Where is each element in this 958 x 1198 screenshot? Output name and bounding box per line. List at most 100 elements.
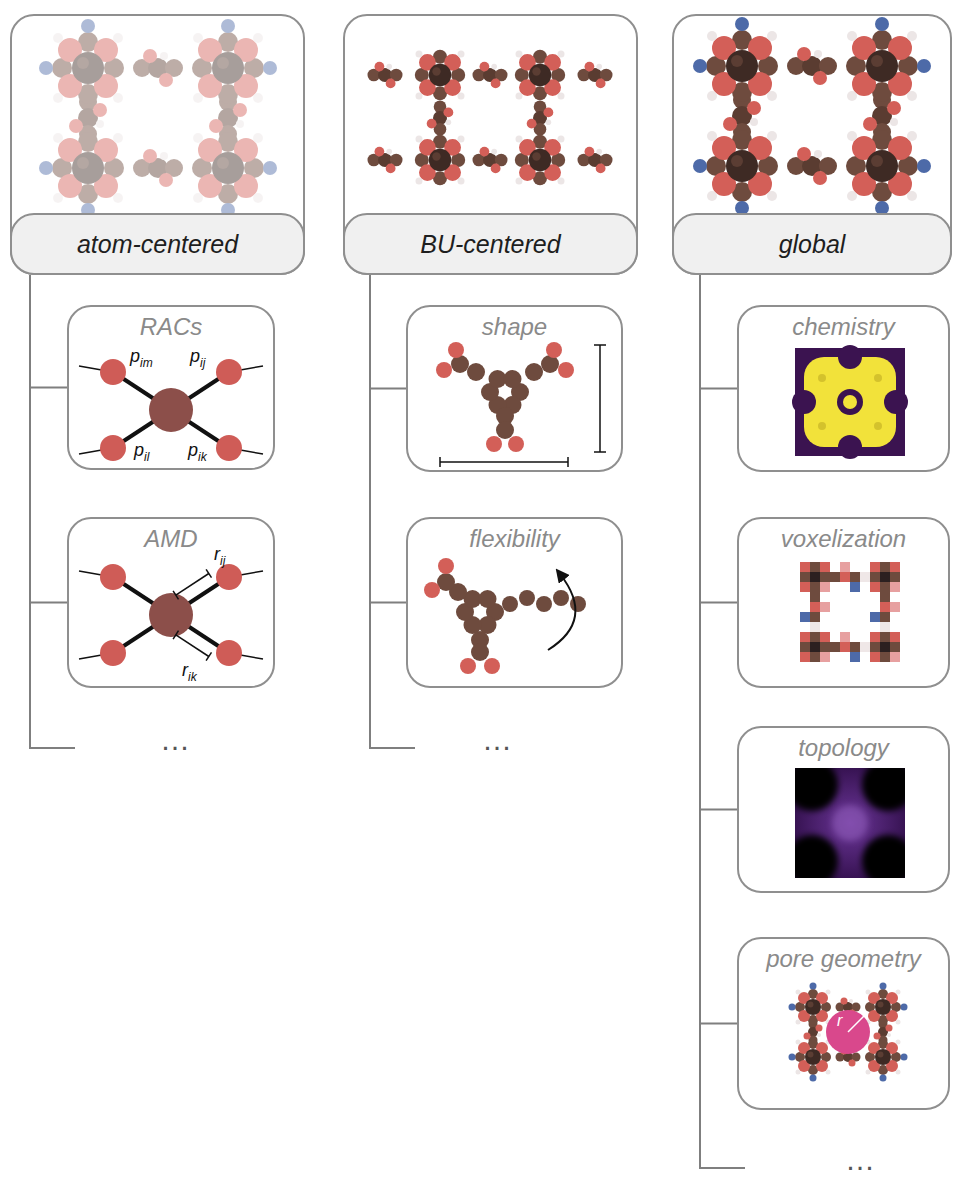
amd-illustration (173, 569, 211, 660)
flexibility-illustration (502, 596, 518, 612)
flexibility-illustration (471, 643, 489, 661)
shape-illustration (486, 436, 502, 452)
tree-branch (700, 275, 737, 810)
shape-illustration (546, 342, 562, 358)
shape-illustration (467, 363, 485, 381)
distance-symbol: rij (214, 544, 225, 571)
tree-branch (370, 275, 406, 389)
descriptor-title: pore geometry (766, 944, 921, 974)
building-units (578, 147, 613, 174)
chemistry-map (884, 390, 908, 414)
amd-illustration (206, 652, 211, 660)
descriptor-card: pore geometry (737, 937, 950, 1110)
voxel-grid (800, 592, 830, 632)
building-units (527, 101, 554, 136)
symbol-base: r (214, 544, 220, 564)
category-label: BU-centered (343, 213, 638, 275)
shape-illustration (436, 342, 606, 467)
shape-illustration (504, 370, 522, 388)
voxel-grid (830, 562, 870, 592)
chemistry-map (843, 395, 857, 409)
shape-illustration (436, 362, 452, 378)
building-units (368, 147, 403, 174)
building-units (415, 135, 465, 185)
descriptor-title: shape (482, 312, 547, 342)
shape-illustration (440, 345, 606, 467)
descriptor-card: voxelization (737, 517, 950, 688)
shape-illustration (439, 457, 441, 467)
faded-framework (39, 19, 277, 217)
chemistry-map (874, 422, 882, 430)
full-framework (693, 17, 931, 215)
descriptor-title: topology (798, 733, 889, 763)
tree-branch (700, 275, 737, 389)
racs-illustration (79, 359, 263, 461)
chemistry-map (874, 374, 882, 382)
descriptor-title: RACs (140, 312, 203, 342)
topology-map (862, 768, 905, 811)
pore-illustration (848, 1016, 864, 1032)
category-card: global (672, 14, 952, 275)
voxel-grid (870, 562, 900, 592)
flexibility-illustration (553, 590, 569, 606)
chemistry-map (804, 357, 896, 447)
tree-line (370, 275, 415, 748)
flexibility-illustration (484, 658, 500, 674)
ellipsis-mark: … (482, 725, 512, 755)
racs-illustration (79, 359, 263, 461)
descriptor-title: chemistry (792, 312, 895, 342)
symbol-subscript: ij (200, 356, 205, 370)
topology-map (795, 768, 905, 878)
building-units (368, 62, 403, 89)
bond-property-symbol: pij (190, 346, 205, 373)
distance-symbol: rik (182, 660, 197, 687)
symbol-subscript: il (144, 450, 149, 464)
voxel-grid (800, 562, 900, 662)
shape-illustration (451, 355, 469, 373)
bond-property-symbol: pil (134, 440, 149, 467)
shape-illustration (440, 461, 568, 463)
radius-label: r (837, 1012, 842, 1030)
flexibility-illustration (424, 582, 440, 598)
faded-framework (39, 19, 277, 217)
chemistry-map (818, 422, 826, 430)
category-label: atom-centered (10, 213, 305, 275)
flexibility-illustration (438, 558, 454, 574)
shape-illustration (496, 421, 514, 439)
flexibility-illustration (536, 596, 552, 612)
shape-illustration (594, 344, 606, 346)
pore-illustration (789, 983, 908, 1082)
amd-illustration (79, 564, 263, 666)
symbol-subscript: im (140, 356, 153, 370)
pore-illustration (789, 983, 908, 1082)
symbol-base: p (130, 346, 140, 366)
topology-map (795, 768, 838, 811)
shape-illustration (558, 362, 574, 378)
voxel-grid (830, 632, 870, 662)
building-units (578, 62, 613, 89)
amd-illustration (176, 574, 209, 596)
amd-illustration (206, 569, 211, 577)
tree-branch (30, 275, 67, 603)
chemistry-map (838, 435, 862, 459)
building-units (473, 62, 508, 89)
building-units (515, 135, 565, 185)
symbol-subscript: ij (220, 554, 225, 568)
full-framework (693, 17, 931, 215)
voxel-grid (800, 632, 830, 662)
symbol-base: p (134, 440, 144, 460)
topology-map (795, 835, 838, 878)
shape-illustration (594, 451, 606, 453)
building-units (473, 147, 508, 174)
symbol-base: p (190, 346, 200, 366)
descriptor-card: flexibility (406, 517, 623, 688)
descriptor-title: AMD (144, 524, 197, 554)
shape-illustration (567, 457, 569, 467)
shape-illustration (508, 436, 524, 452)
topology-map (832, 805, 868, 841)
ellipsis-mark: … (160, 725, 190, 755)
shape-illustration (448, 342, 464, 358)
flexibility-illustration (479, 590, 497, 608)
